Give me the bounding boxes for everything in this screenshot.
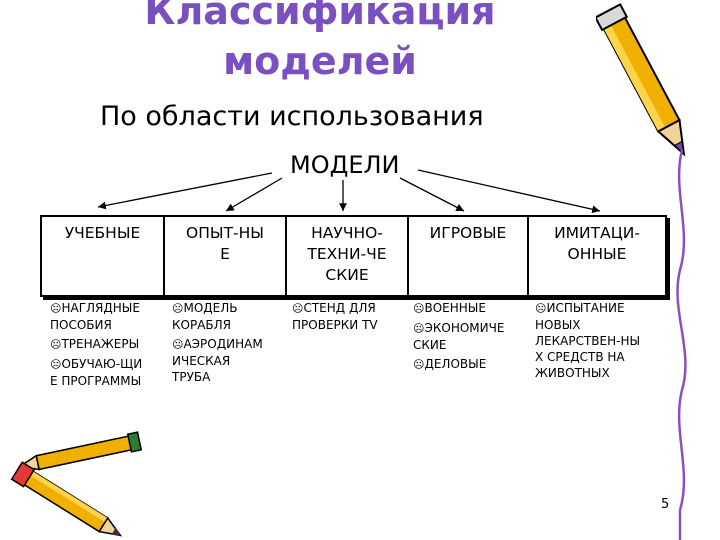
list-item-text: СТЕНД ДЛЯ ПРОВЕРКИ TV [292,301,378,332]
page-number: 5 [661,497,670,512]
sad-face-icon: ☹ [50,358,62,371]
pencil-icon [596,3,686,157]
list-item: ☹ЭКОНОМИЧЕ СКИЕ [413,320,531,353]
category-cell-0: УЧЕБНЫЕ [42,217,165,295]
items-list-3: ☹ВОЕННЫЕ ☹ЭКОНОМИЧЕ СКИЕ ☹ДЕЛОВЫЕ [413,300,531,376]
pencils-icon [10,431,143,537]
sad-face-icon: ☹ [50,338,62,351]
list-item-text: АЭРОДИНАМ ИЧЕСКАЯ ТРУБА [172,337,263,384]
category-cell-4: ИМИТАЦИ- ОННЫЕ [554,224,640,263]
sad-face-icon: ☹ [535,302,547,315]
items-list-1: ☹МОДЕЛЬ КОРАБЛЯ ☹АЭРОДИНАМ ИЧЕСКАЯ ТРУБА [172,300,290,388]
category-cell-3: ИГРОВЫЕ [409,217,529,295]
sad-face-icon: ☹ [413,358,425,371]
arrow-to-col-1 [225,177,283,212]
sad-face-icon: ☹ [413,302,425,315]
category-cell-2: НАУЧНО- ТЕХНИ-ЧЕ СКИЕ [287,217,409,295]
wavy-line-icon [676,150,687,540]
list-item: ☹ТРЕНАЖЕРЫ [50,336,168,353]
list-item-text: ВОЕННЫЕ [424,301,486,315]
list-item-text: ТРЕНАЖЕРЫ [61,337,140,351]
title-line-1: Классификация [144,0,496,33]
list-item: ☹АЭРОДИНАМ ИЧЕСКАЯ ТРУБА [172,336,290,385]
list-item: ☹НАГЛЯДНЫЕ ПОСОБИЯ [50,300,168,333]
items-list-2: ☹СТЕНД ДЛЯ ПРОВЕРКИ TV [292,300,410,336]
list-item: ☹ДЕЛОВЫЕ [413,356,531,373]
category-cell-1: ОПЫТ-НЫ Е [165,217,287,295]
sad-face-icon: ☹ [292,302,304,315]
category-table: УЧЕБНЫЕ ОПЫТ-НЫ Е НАУЧНО- ТЕХНИ-ЧЕ СКИЕ … [40,215,667,297]
items-list-0: ☹НАГЛЯДНЫЕ ПОСОБИЯ ☹ТРЕНАЖЕРЫ ☹ОБУЧАЮ-ЩИ… [50,300,168,392]
sad-face-icon: ☹ [50,302,62,315]
list-item-text: ИСПЫТАНИЕ НОВЫХ ЛЕКАРСТВЕН-НЫ Х СРЕДСТВ … [535,301,641,380]
items-list-4: ☹ИСПЫТАНИЕ НОВЫХ ЛЕКАРСТВЕН-НЫ Х СРЕДСТВ… [535,300,665,384]
list-item: ☹СТЕНД ДЛЯ ПРОВЕРКИ TV [292,300,410,333]
sad-face-icon: ☹ [172,302,184,315]
list-item: ☹ВОЕННЫЕ [413,300,531,317]
sad-face-icon: ☹ [172,338,184,351]
root-node-label: МОДЕЛИ [290,151,400,179]
list-item: ☹ОБУЧАЮ-ЩИ Е ПРОГРАММЫ [50,356,168,389]
list-item-text: ДЕЛОВЫЕ [424,357,487,371]
list-item-text: ЭКОНОМИЧЕ СКИЕ [413,321,505,352]
arrow-to-col-3 [399,177,465,212]
arrow-to-col-0 [97,172,273,210]
list-item: ☹МОДЕЛЬ КОРАБЛЯ [172,300,290,333]
list-item-text: НАГЛЯДНЫЕ ПОСОБИЯ [50,301,140,332]
list-item-text: ОБУЧАЮ-ЩИ Е ПРОГРАММЫ [50,357,143,388]
title-line-2: моделей [223,39,417,83]
slide-subtitle: По области использования [100,101,484,132]
slide-title: Классификация моделей [0,0,640,86]
arrow-to-col-4 [417,169,601,214]
list-item-text: МОДЕЛЬ КОРАБЛЯ [172,301,238,332]
list-item: ☹ИСПЫТАНИЕ НОВЫХ ЛЕКАРСТВЕН-НЫ Х СРЕДСТВ… [535,300,665,381]
sad-face-icon: ☹ [413,322,425,335]
